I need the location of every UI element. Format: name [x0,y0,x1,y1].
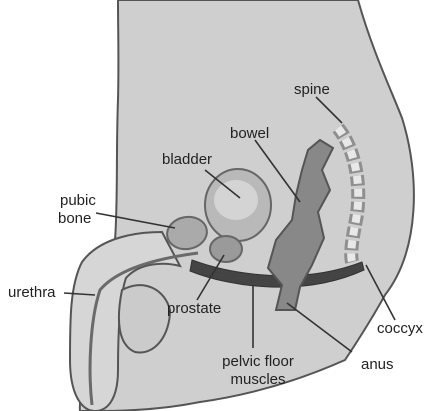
bladder-label: bladder [162,151,212,169]
prostate-shape [210,236,242,262]
urethra-label: urethra [8,284,56,302]
bowel-label: bowel [230,125,269,143]
pelvic-floor-label-line2: muscles [212,371,304,389]
prostate-label: prostate [167,300,221,318]
pubic-bone-label-line2: bone [58,210,91,228]
pelvic-floor-label-line1: pelvic floor [212,353,304,371]
anus-label: anus [361,356,394,374]
pubic-bone-label-line1: pubic [60,192,96,210]
spine-label: spine [294,81,330,99]
coccyx-label: coccyx [377,320,423,338]
bladder-highlight [214,180,258,220]
